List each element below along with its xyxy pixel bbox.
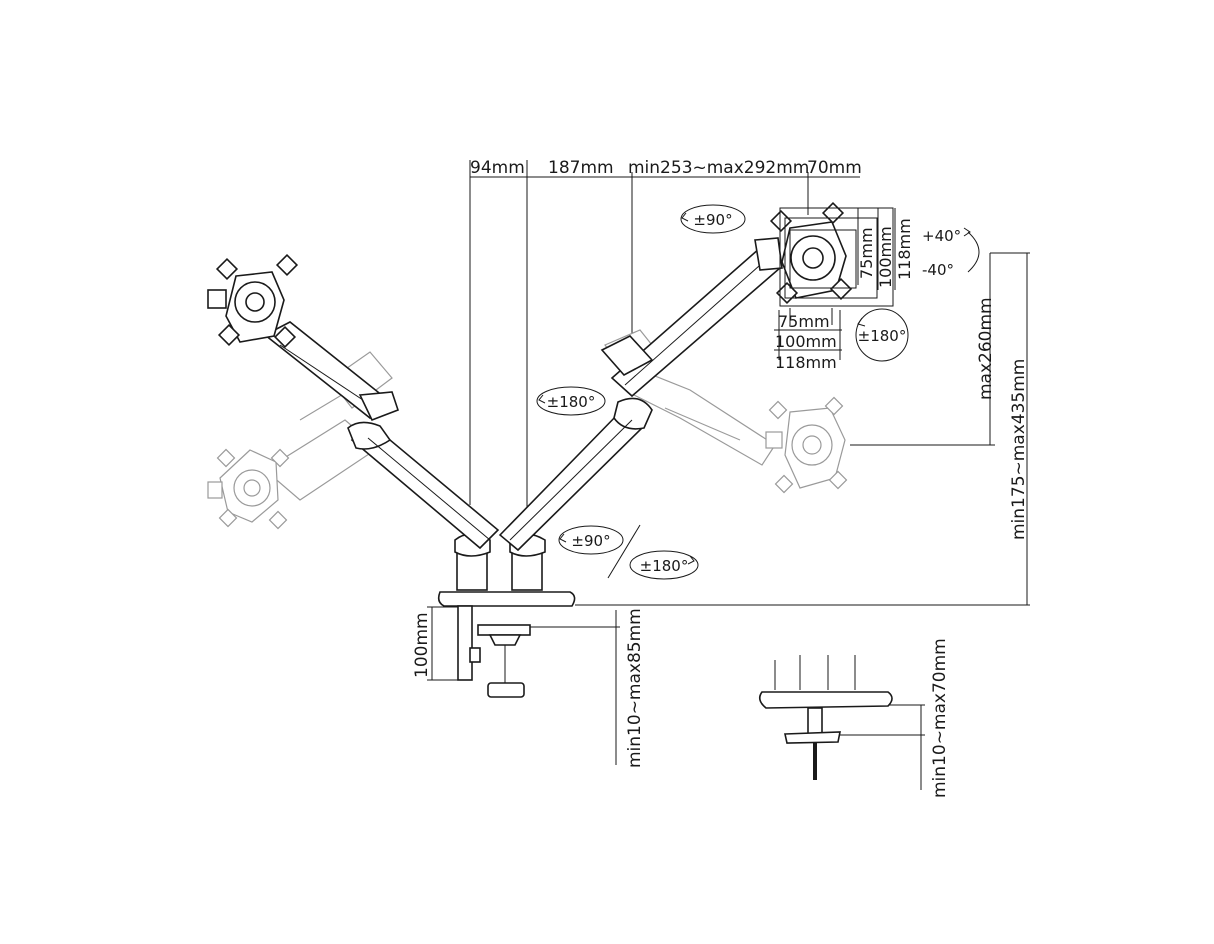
dim-min175-max435mm: min175~max435mm bbox=[1009, 359, 1029, 540]
left-upper-arm bbox=[263, 321, 400, 422]
rotation-badge-head: ±180° bbox=[855, 308, 909, 362]
dim-94mm: 94mm bbox=[470, 158, 525, 178]
grommet-inset bbox=[758, 655, 893, 780]
dim-grommet-min10-max70mm: min10~max70mm bbox=[930, 638, 950, 798]
rotation-base-swivel-label: ±90° bbox=[571, 532, 610, 550]
dim-vesa-118mm-horizontal: 118mm bbox=[775, 353, 837, 372]
left-lower-arm bbox=[347, 421, 500, 550]
center-pole bbox=[454, 533, 546, 591]
right-upper-arm bbox=[600, 237, 783, 398]
ghost-right-vesa-plate bbox=[765, 396, 848, 494]
rotation-base-rotate-label: ±180° bbox=[640, 557, 689, 575]
vesa-dimension-box bbox=[774, 207, 896, 360]
right-vesa-plate bbox=[769, 201, 853, 305]
dim-clamp-min10-max85mm: min10~max85mm bbox=[625, 608, 645, 768]
ghost-left-vesa-plate bbox=[207, 448, 290, 530]
dim-vesa-100mm-horizontal: 100mm bbox=[775, 332, 837, 351]
dimension-lines bbox=[427, 160, 1030, 790]
rotation-elbow-label: ±180° bbox=[547, 393, 596, 411]
rotation-badge-tilt: +40° -40° bbox=[922, 227, 980, 279]
rotation-badge-base-swivel: ±90° bbox=[558, 525, 624, 555]
rotation-swivel-top-label: ±90° bbox=[693, 211, 732, 229]
dim-vesa-100mm-vertical: 100mm bbox=[876, 226, 895, 288]
dim-vesa-118mm-vertical: 118mm bbox=[895, 218, 914, 280]
tilt-down-label: -40° bbox=[922, 261, 954, 279]
dim-max260mm: max260mm bbox=[976, 297, 996, 400]
rotation-badge-elbow: ±180° bbox=[536, 386, 606, 416]
tilt-up-label: +40° bbox=[922, 227, 961, 245]
dim-vesa-75mm-vertical: 75mm bbox=[857, 227, 876, 279]
right-lower-arm bbox=[498, 397, 653, 552]
dim-min253-max292mm: min253~max292mm bbox=[628, 158, 809, 178]
dim-clamp-100mm: 100mm bbox=[412, 612, 432, 678]
left-vesa-plate bbox=[207, 253, 299, 349]
desk-clamp bbox=[437, 591, 576, 698]
dim-187mm: 187mm bbox=[548, 158, 614, 178]
rotation-badge-base-rotate: ±180° bbox=[629, 550, 699, 580]
dim-70mm: 70mm bbox=[807, 158, 862, 178]
dim-vesa-75mm-horizontal: 75mm bbox=[778, 312, 830, 331]
rotation-badge-swivel-top: ±90° bbox=[680, 204, 746, 234]
rotation-head-label: ±180° bbox=[858, 327, 907, 345]
